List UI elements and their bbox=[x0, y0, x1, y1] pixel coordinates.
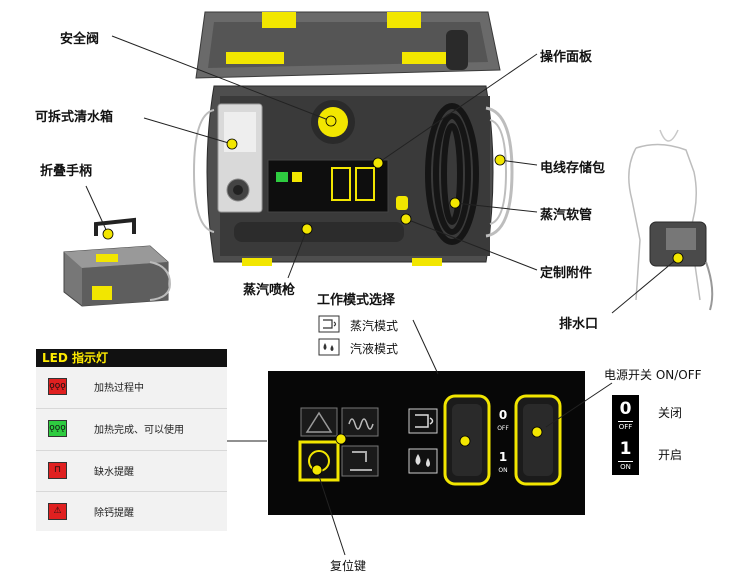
label-water-tank: 可拆式清水箱 bbox=[35, 110, 114, 125]
lid-latch-left bbox=[262, 12, 296, 28]
label-on: 开启 bbox=[658, 448, 683, 462]
warning-triangle-icon bbox=[305, 411, 333, 433]
switch-on-mark: ON bbox=[498, 467, 508, 474]
steam-hose-coil bbox=[425, 103, 479, 245]
divider bbox=[618, 421, 633, 422]
steam-mode-icon bbox=[415, 414, 434, 428]
led-legend-title: LED 指示灯 bbox=[36, 349, 227, 367]
switch-off-mark: OFF bbox=[497, 425, 509, 432]
person-outline bbox=[628, 129, 714, 311]
divider bbox=[36, 450, 227, 451]
heating-coil-icon: ǫǫǫ bbox=[48, 420, 67, 437]
callout-dots bbox=[102, 115, 684, 476]
led-row-text: 加热过程中 bbox=[94, 383, 144, 394]
label-custom-accessories: 定制附件 bbox=[540, 266, 593, 281]
led-row-descale: ⚠ 除钙提醒 bbox=[36, 492, 227, 532]
divider bbox=[618, 461, 633, 462]
folded-machine bbox=[63, 217, 172, 307]
label-power-switch: 电源开关 ON/OFF bbox=[604, 368, 702, 382]
led-row-low-water: ⊓ 缺水提醒 bbox=[36, 451, 227, 491]
label-steam-hose: 蒸汽软管 bbox=[540, 208, 593, 223]
label-reset-key: 复位键 bbox=[330, 559, 367, 573]
heating-coil-icon: ǫǫǫ bbox=[48, 378, 67, 395]
warning-triangle-icon: ⚠ bbox=[48, 503, 67, 520]
steam-gun bbox=[234, 222, 404, 242]
divider bbox=[36, 408, 227, 409]
led-legend bbox=[36, 349, 227, 531]
off-caption: OFF bbox=[618, 423, 633, 431]
divider bbox=[36, 491, 227, 492]
heating-coil-icon bbox=[348, 418, 374, 430]
led-row-ready: ǫǫǫ 加热完成、可以使用 bbox=[36, 409, 227, 449]
on-digit: 1 bbox=[619, 439, 632, 459]
led-row-heating: ǫǫǫ 加热过程中 bbox=[36, 367, 227, 407]
machine-body bbox=[192, 85, 514, 266]
lid-latch-right bbox=[387, 12, 421, 28]
led-row-text: 除钙提醒 bbox=[94, 508, 134, 519]
faucet-icon bbox=[350, 451, 372, 471]
switch-zero-mark: 0 bbox=[498, 408, 508, 422]
legend-drops-icon bbox=[318, 338, 340, 356]
label-folding-handle: 折叠手柄 bbox=[40, 164, 93, 179]
drops-icon bbox=[415, 454, 430, 467]
label-steam-liquid-mode: 汽液模式 bbox=[350, 342, 399, 356]
label-cord-storage: 电线存储包 bbox=[540, 161, 606, 176]
machine-lid bbox=[195, 11, 501, 79]
led-row-text: 缺水提醒 bbox=[94, 467, 134, 478]
label-steam-gun: 蒸汽喷枪 bbox=[243, 283, 296, 298]
on-caption: ON bbox=[620, 463, 631, 471]
off-digit: 0 bbox=[619, 399, 632, 419]
label-steam-mode: 蒸汽模式 bbox=[350, 319, 399, 333]
led-row-text: 加热完成、可以使用 bbox=[94, 425, 184, 436]
switch-one-mark: 1 bbox=[498, 450, 508, 464]
faucet-icon: ⊓ bbox=[48, 462, 67, 479]
label-mode-select: 工作模式选择 bbox=[317, 293, 396, 308]
callout-lines bbox=[85, 35, 679, 556]
label-control-panel: 操作面板 bbox=[540, 50, 593, 65]
label-off: 关闭 bbox=[658, 406, 683, 420]
label-safety-valve: 安全阀 bbox=[60, 32, 100, 47]
on-off-indicator: 0 OFF 1 ON bbox=[612, 395, 639, 475]
label-drain: 排水口 bbox=[559, 317, 599, 332]
